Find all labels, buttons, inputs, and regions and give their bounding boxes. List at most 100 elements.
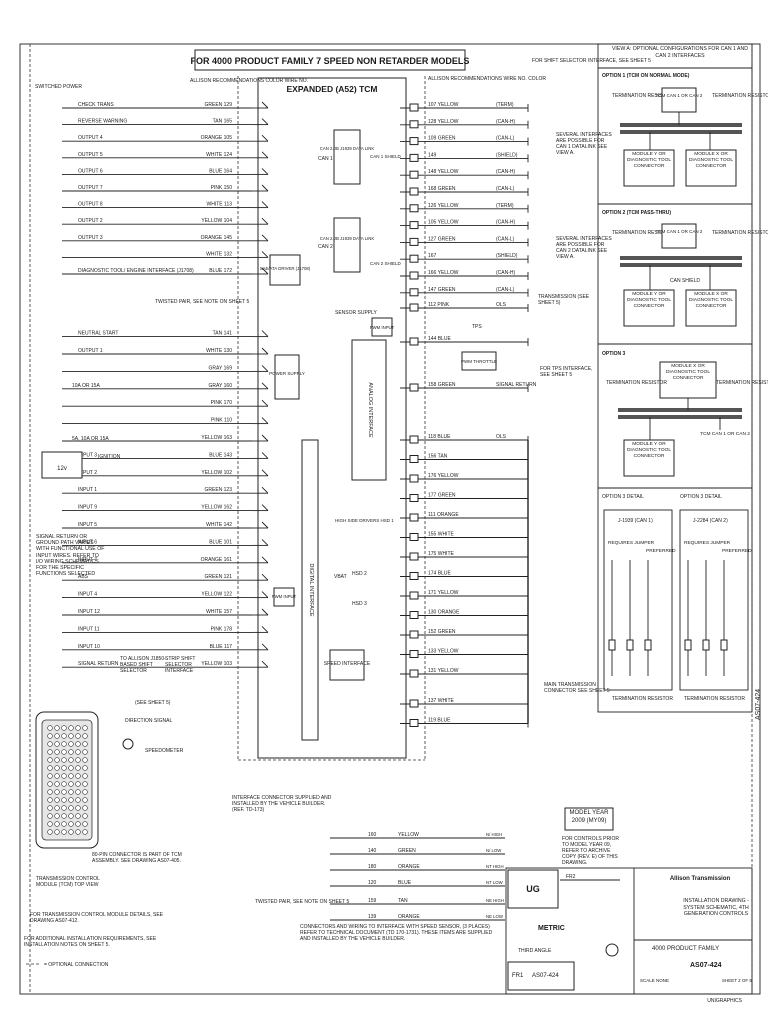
speed-wire-number: 159 — [368, 898, 377, 904]
left-row-wire: BLUE 164 — [209, 168, 232, 174]
pwm-input-right-label: PWM INPUT — [370, 325, 395, 330]
tcm-title: EXPANDED (A52) TCM — [287, 84, 378, 94]
connector-pin — [61, 773, 67, 779]
right-wire-row: 137 WHITE — [400, 698, 529, 708]
detail-pin-box — [684, 639, 692, 651]
model-year-box — [564, 807, 614, 831]
right-row-wire: 128 YELLOW — [428, 119, 459, 125]
third-angle-label: THIRD ANGLE — [518, 948, 552, 954]
model-year-label: MODEL YEAR 2009 (MY09) — [569, 810, 609, 824]
opt1-term-resistor-right: TERMINATION RESISTOR — [712, 93, 768, 99]
high-side-drivers-label: HIGH SIDE DRIVERS HSD 1 — [335, 518, 394, 523]
connector-pin — [61, 765, 67, 771]
twisted-pair-note: TWISTED PAIR, SEE NOTE ON SHEET 5 — [155, 299, 249, 305]
speed-wire-color: YELLOW — [398, 832, 419, 838]
speed-wire-tag: NE LOW — [486, 914, 504, 919]
detail2-title: OPTION 3 DETAIL — [680, 494, 722, 500]
speed-wire-number: 140 — [368, 848, 377, 854]
opt2-module-x-label: MODULE X OR DIAGNOSTIC TOOL CONNECTOR — [688, 292, 734, 309]
detail2-box — [679, 509, 749, 691]
tb-drawing-number-small: AS07-424 — [532, 973, 559, 979]
connector-pin — [54, 757, 60, 763]
connector-pin — [54, 741, 60, 747]
controls-note-wrap: FOR CONTROLS PRIOR TO MODEL YEAR 09, REF… — [562, 836, 619, 866]
view-a-panel — [597, 43, 753, 713]
connector-pin — [68, 757, 74, 763]
right-wire-row: 133 YELLOW — [400, 649, 529, 659]
can2-label: CAN 2 — [318, 244, 333, 250]
connector-pin — [82, 725, 88, 731]
title-block: UG FR2 METRIC THIRD ANGLE FR1 AS07-424 A… — [505, 867, 753, 1004]
left-wire-row: GRAY 169 — [62, 365, 269, 372]
connector-pin — [68, 741, 74, 747]
left-row-wire: YELLOW 103 — [201, 661, 232, 667]
opt3-module-y-label: MODULE Y OR DIAGNOSTIC TOOL CONNECTOR — [626, 442, 672, 459]
connector-pin — [47, 797, 53, 803]
opt2-module-y-label: MODULE Y OR DIAGNOSTIC TOOL CONNECTOR — [626, 292, 672, 309]
pwm-input-block — [273, 587, 295, 607]
connector-pin — [54, 725, 60, 731]
connector-pin — [82, 733, 88, 739]
left-row-label: OUTPUT 2 — [78, 218, 103, 224]
left-row-wire: WHITE 124 — [206, 152, 232, 158]
left-wire-row: PINK 110 — [62, 417, 269, 425]
right-allison-rec: ALLISON RECOMMENDATIONS WIRE NO. COLOR — [428, 76, 546, 82]
connector-pin — [47, 741, 53, 747]
right-wire-row: 149(SHIELD) — [400, 152, 529, 163]
connector-pin — [68, 773, 74, 779]
opt2-module-y-wrap: MODULE Y OR DIAGNOSTIC TOOL CONNECTOR — [626, 292, 672, 309]
connector-pin — [68, 765, 74, 771]
opt1-tcm-box — [661, 87, 697, 113]
right-row-wire: 149 — [428, 152, 437, 158]
opt2-term-resistor-left: TERMINATION RESISTOR — [612, 230, 673, 236]
left-wire-row: DIAGNOSTIC TOOL/ ENGINE INTERFACE (J1708… — [62, 267, 269, 275]
connector-pin — [47, 813, 53, 819]
option2-title: OPTION 2 (TCM PASS-THRU) — [602, 210, 671, 216]
left-row-wire: YELLOW 162 — [201, 505, 232, 511]
left-row-label: INPUT 9 — [78, 505, 97, 511]
pwm-throttle-block — [461, 351, 497, 371]
opt3-module-x-label: MODULE X OR DIAGNOSTIC TOOL CONNECTOR — [665, 364, 711, 381]
fr2-label: FR2 — [566, 874, 576, 880]
detail2-preferred: PREFERRED — [722, 548, 752, 554]
detail-pin-box — [644, 639, 652, 651]
connector-pin — [54, 749, 60, 755]
speedometer-gauge-icon — [122, 738, 134, 750]
power-supply-block — [274, 354, 300, 400]
left-row-label: INPUT 11 — [78, 626, 100, 632]
left-row-label: INPUT 7 — [78, 557, 97, 563]
right-row-wire: 175 WHITE — [428, 551, 455, 557]
speed-wire-tag: NT LOW — [486, 880, 504, 885]
vehicle-builder-note: INTERFACE CONNECTOR SUPPLIED AND INSTALL… — [232, 795, 332, 813]
connector-pin — [47, 829, 53, 835]
left-row-wire: YELLOW 163 — [201, 435, 232, 441]
can1-datalink-block — [333, 129, 361, 185]
connector-pin — [47, 781, 53, 787]
left-row-label: SIGNAL RETURN — [78, 661, 119, 667]
connector-pin — [68, 813, 74, 819]
hsd2-label: HSD 2 — [352, 571, 367, 577]
detail-pin-lines — [608, 560, 728, 676]
vehicle-builder-wrap: INTERFACE CONNECTOR SUPPLIED AND INSTALL… — [232, 795, 332, 813]
connector-pin — [47, 757, 53, 763]
connector-pin — [68, 789, 74, 795]
opt1-module-x-box — [685, 149, 737, 187]
opt1-module-y-box — [623, 149, 675, 187]
left-row-wire: WHITE 130 — [206, 348, 232, 354]
left-row-wire: PINK 170 — [211, 400, 233, 406]
tcm-connector-illustration — [35, 711, 99, 849]
speed-interface-block — [329, 649, 365, 681]
left-wire-row: WHITE 132 — [62, 251, 269, 258]
hsd3-label: HSD 3 — [352, 601, 367, 607]
right-row-label: (CAN-H) — [496, 270, 515, 276]
tps-interface-note: FOR TPS INTERFACE, SEE SHEET 5 — [540, 366, 593, 378]
